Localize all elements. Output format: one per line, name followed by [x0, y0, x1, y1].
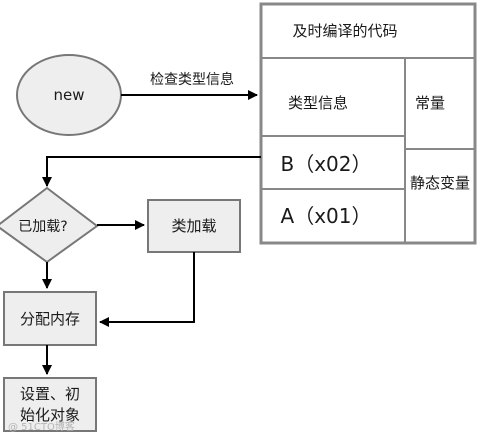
watermark: @ 51CTO博客 — [8, 420, 75, 433]
init-label-line1: 设置、初 — [20, 385, 80, 403]
method-area-outline — [259, 2, 477, 245]
class-load-node: 类加载 — [147, 199, 241, 253]
alloc-memory-label: 分配内存 — [20, 310, 80, 328]
compiled-code-label: 及时编译的代码 — [292, 22, 397, 40]
init-label-line2: 始化对象 — [20, 406, 80, 424]
new-node: new — [16, 54, 122, 136]
loaded-decision: 已加载? — [0, 186, 99, 264]
arrow-classload-to-alloc — [99, 252, 195, 327]
type-info-label: 类型信息 — [288, 94, 348, 112]
check-type-info-label: 检查类型信息 — [150, 71, 234, 88]
init-object-node: 设置、初 始化对象 — [3, 377, 97, 432]
method-area-panel: 及时编译的代码 类型信息 常量 静态变量 B（x02） A（x01） — [259, 2, 477, 245]
new-label: new — [53, 86, 84, 104]
class-load-label: 类加载 — [171, 217, 216, 235]
class-b-label: B（x02） — [280, 152, 371, 176]
loaded-question-label: 已加载? — [18, 219, 67, 235]
class-load-box — [147, 199, 241, 253]
alloc-memory-node: 分配内存 — [3, 291, 97, 346]
static-var-label: 静态变量 — [410, 174, 470, 192]
alloc-memory-box — [3, 291, 97, 346]
constant-label: 常量 — [415, 94, 445, 112]
arrow-typeinfo-to-decision — [42, 156, 261, 187]
init-object-box — [3, 377, 97, 432]
class-a-label: A（x01） — [281, 204, 372, 228]
